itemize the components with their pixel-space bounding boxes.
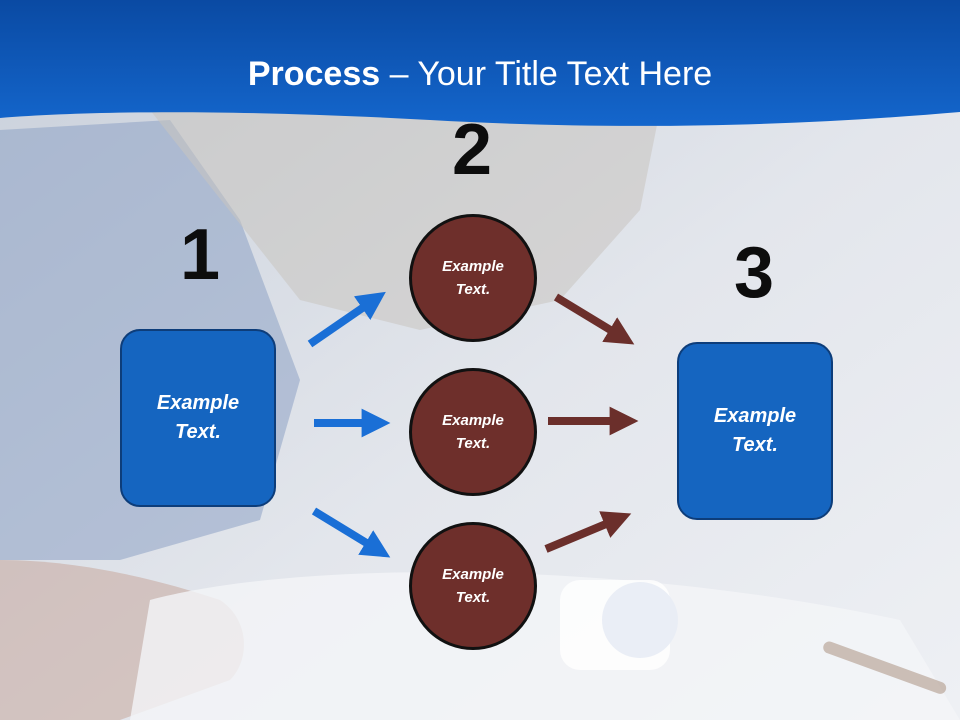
- circle-middle-label: Example Text.: [442, 409, 504, 455]
- right-text-box[interactable]: Example Text.: [677, 342, 833, 520]
- step-number-3: 3: [733, 233, 775, 313]
- circle-bottom-line2: Text.: [455, 589, 491, 606]
- circle-top-line2: Text.: [455, 281, 491, 298]
- slide-title: Process – Your Title Text Here: [0, 52, 960, 96]
- header-wave: [0, 0, 960, 126]
- slide-title-bold: Process: [247, 55, 381, 93]
- circle-bottom[interactable]: Example Text.: [409, 522, 537, 650]
- left-text-box-label: Example Text.: [157, 389, 239, 447]
- step-number-2: 2: [451, 110, 493, 190]
- photo-fitting-shape: [602, 582, 678, 658]
- circle-middle-line1: Example: [442, 412, 504, 429]
- step-number-1: 1: [179, 215, 221, 295]
- circle-top[interactable]: Example Text.: [409, 214, 537, 342]
- left-text-line2: Text.: [175, 421, 221, 443]
- photo-tool-shape: [823, 641, 947, 694]
- left-text-box[interactable]: Example Text.: [120, 329, 276, 507]
- circle-middle-line2: Text.: [455, 435, 491, 452]
- photo-sink-shape: [130, 572, 960, 720]
- right-text-line1: Example: [713, 405, 797, 427]
- circle-top-label: Example Text.: [442, 255, 504, 301]
- right-text-box-label: Example Text.: [714, 402, 796, 460]
- right-text-line2: Text.: [732, 434, 778, 456]
- circle-bottom-label: Example Text.: [442, 563, 504, 609]
- left-text-line1: Example: [156, 392, 240, 414]
- slide-title-rest: – Your Title Text Here: [380, 55, 713, 93]
- circle-middle[interactable]: Example Text.: [409, 368, 537, 496]
- circle-top-line1: Example: [442, 258, 504, 275]
- circle-bottom-line1: Example: [442, 566, 504, 583]
